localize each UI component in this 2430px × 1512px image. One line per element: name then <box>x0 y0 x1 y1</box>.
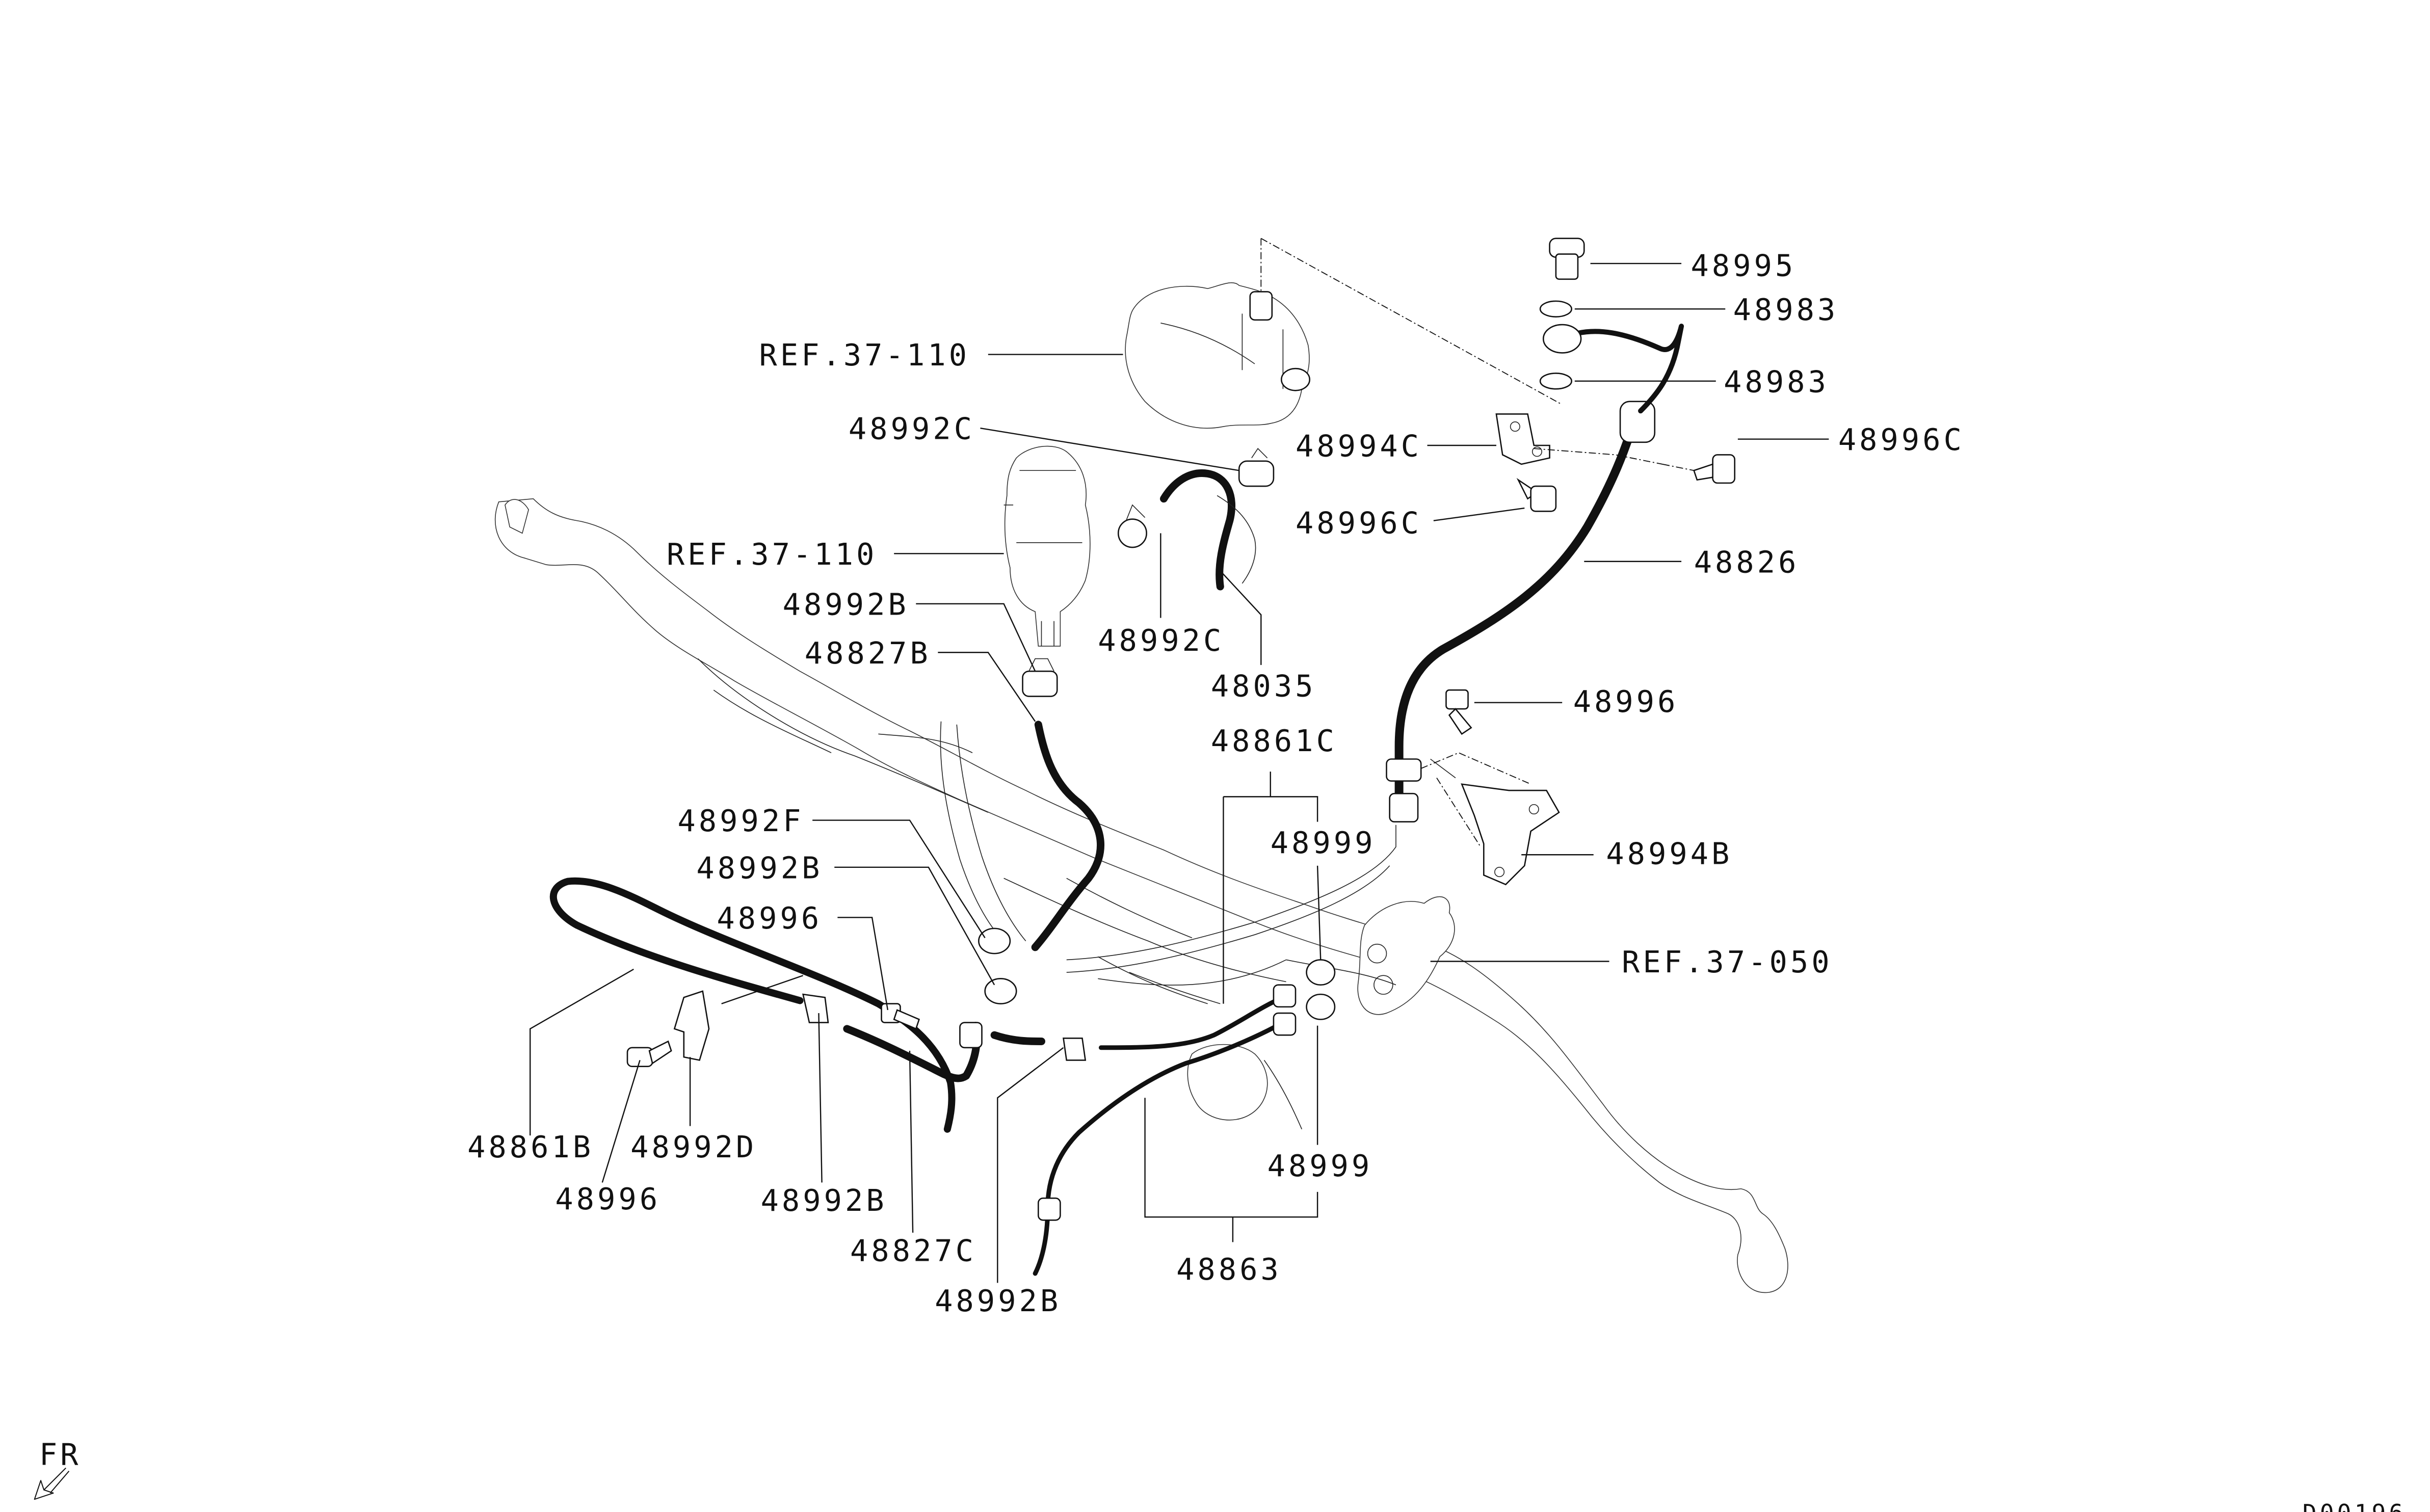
o-ring-48999-lower <box>1307 994 1335 1019</box>
clamp-48992C-lower <box>1118 505 1146 547</box>
label-48863: 48863 <box>1176 1252 1282 1287</box>
pressure-hose-48826 <box>1387 402 1655 822</box>
bolt-48996-right <box>1446 690 1471 734</box>
label-48994b: 48994B <box>1606 837 1732 871</box>
label-48983-upper: 48983 <box>1733 293 1839 327</box>
hose-48035 <box>1164 473 1256 587</box>
gasket-48983-lower <box>1540 373 1572 389</box>
o-ring-48999-upper <box>1307 960 1335 985</box>
eye-bolt-48995 <box>1550 238 1584 279</box>
label-48996c-right: 48996C <box>1838 422 1965 457</box>
clamp-48992F <box>979 929 1010 953</box>
clamp-48992B-upper <box>1023 659 1058 697</box>
banjo-fitting <box>1543 325 1681 411</box>
label-48992b-mid: 48992B <box>696 851 823 885</box>
label-48826: 48826 <box>1694 545 1800 579</box>
label-48861b: 48861B <box>467 1130 594 1164</box>
label-48861c: 48861C <box>1211 724 1337 758</box>
label-48996-mid: 48996 <box>717 901 822 936</box>
label-48992b-bottom: 48992B <box>935 1284 1061 1318</box>
label-48992d: 48992D <box>630 1130 757 1164</box>
hose-48827C-short <box>994 1035 1041 1041</box>
figure-code: D00196 <box>2303 1499 2407 1512</box>
tube-flare-nuts <box>960 985 1296 1048</box>
bracket-48994B <box>1431 759 1559 885</box>
label-48992c-lower: 48992C <box>1098 623 1224 658</box>
label-48992f: 48992F <box>677 804 804 838</box>
label-48827c: 48827C <box>850 1233 976 1268</box>
bracket-48994C <box>1496 414 1550 464</box>
label-48999-upper: 48999 <box>1271 826 1376 860</box>
label-48996c-left: 48996C <box>1296 506 1422 540</box>
label-48996-bottom: 48996 <box>555 1182 661 1216</box>
label-48999-lower: 48999 <box>1267 1149 1373 1183</box>
label-ref-37-050: REF.37-050 <box>1622 945 1833 979</box>
oil-reservoir <box>1004 446 1090 646</box>
label-ref-37-110-lower: REF.37-110 <box>667 537 878 572</box>
return-tube-48863 <box>1035 997 1283 1274</box>
bolt-48996-bottom <box>627 1041 671 1066</box>
tube-lines-upper <box>1067 825 1396 985</box>
bolt-48996-mid <box>882 1004 919 1029</box>
clamp-48992C-upper <box>1239 448 1274 486</box>
label-48035: 48035 <box>1211 669 1316 703</box>
steering-gear-housing <box>495 499 1788 1293</box>
return-hose-48827B <box>1035 725 1100 947</box>
clamp-48992B-mid <box>985 978 1017 1003</box>
clamp-48992B-bottom <box>1064 1038 1086 1060</box>
label-48992b-upper: 48992B <box>783 587 909 622</box>
label-48995: 48995 <box>1691 249 1797 283</box>
leader-lines <box>530 263 1829 1283</box>
flange-bolt-48996C-left <box>1518 480 1556 512</box>
oil-cooler-48861B <box>553 881 952 1129</box>
clip-48992D <box>674 991 709 1060</box>
alignment-lines <box>1261 238 1694 847</box>
clamp-48992B-lower <box>803 994 828 1022</box>
label-48996-right: 48996 <box>1573 684 1679 719</box>
label-48827b: 48827B <box>805 636 931 671</box>
gasket-48983-upper <box>1540 301 1572 317</box>
orientation-label: FR <box>39 1437 82 1472</box>
flange-bolt-48996C-right <box>1694 455 1735 483</box>
label-48992b-lower: 48992B <box>761 1183 887 1218</box>
label-48983-lower: 48983 <box>1724 364 1829 399</box>
hose-48827C <box>847 1026 977 1078</box>
part-labels: REF.37-110 48992C REF.37-110 48992B 4882… <box>39 249 2407 1512</box>
front-direction-arrow-icon <box>35 1468 69 1500</box>
label-48992c-upper: 48992C <box>849 412 975 446</box>
label-ref-37-110-upper: REF.37-110 <box>759 338 970 373</box>
label-48994c: 48994C <box>1296 429 1422 464</box>
power-steering-pump <box>1125 283 1310 428</box>
